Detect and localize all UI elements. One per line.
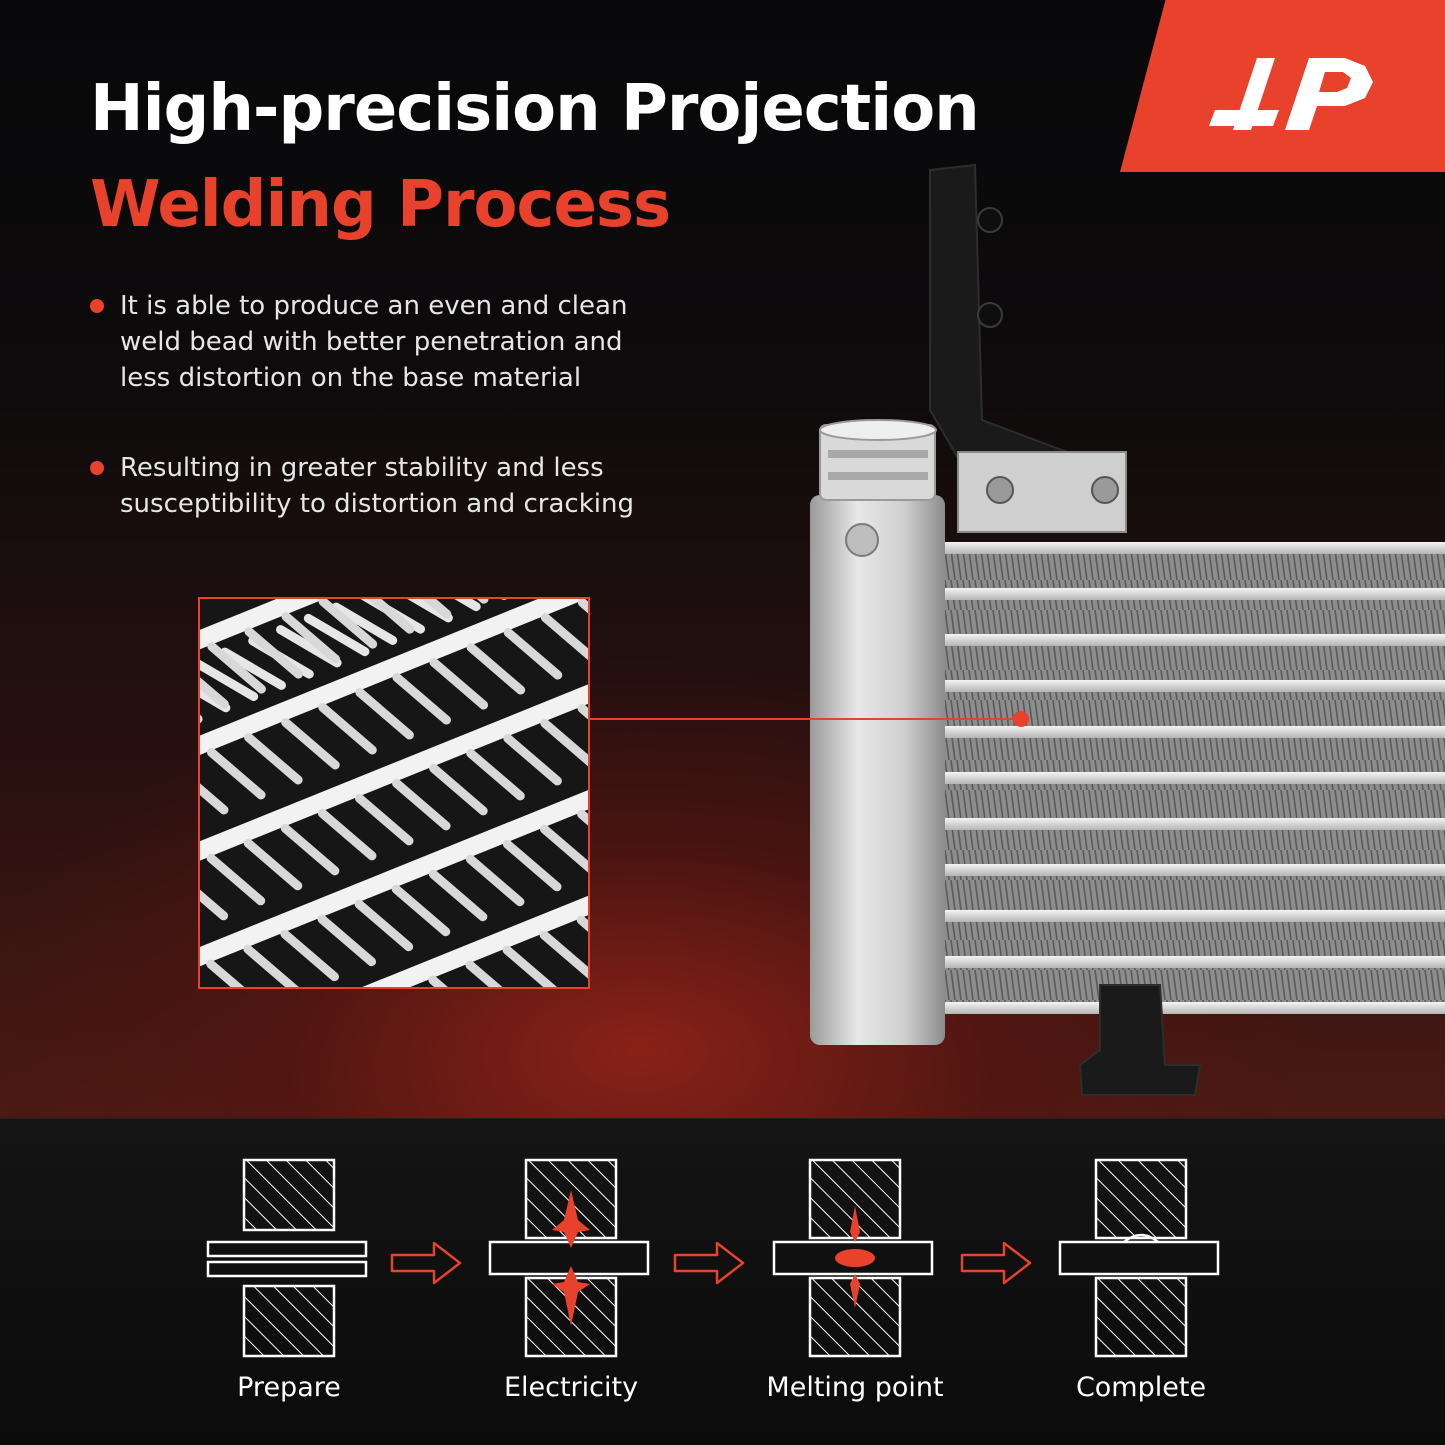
callout-dot [1013, 711, 1029, 727]
bullet-dot-icon [90, 461, 104, 475]
electricity-step-icon [488, 1158, 650, 1358]
step-label-electricity: Electricity [503, 1372, 639, 1403]
feature-text: It is able to produce an even and clean … [120, 291, 628, 393]
feature-bullet: Resulting in greater stability and less … [90, 450, 650, 522]
step-label-prepare: Prepare [237, 1372, 341, 1403]
callout-line [588, 718, 1020, 720]
prepare-step-icon [206, 1158, 368, 1358]
arrow-right-outline-icon [960, 1241, 1032, 1285]
feature-text: Resulting in greater stability and less … [120, 453, 634, 519]
complete-step-icon [1058, 1158, 1220, 1358]
ap-logo-icon [1209, 58, 1373, 130]
weld-detail-zoom [198, 597, 590, 989]
arrow-right-outline-icon [390, 1241, 462, 1285]
fin-closeup-image [200, 599, 588, 987]
radiator-image [810, 163, 1445, 1096]
process-strip [0, 1118, 1445, 1445]
bullet-dot-icon [90, 299, 104, 313]
step-label-complete: Complete [1075, 1372, 1207, 1403]
title-line-2: Welding Process [90, 168, 671, 242]
melting-point-step-icon [772, 1158, 934, 1358]
step-label-melting-point: Melting point [766, 1372, 944, 1403]
feature-bullet: It is able to produce an even and clean … [90, 288, 650, 396]
title-line-1: High-precision Projection [90, 72, 980, 146]
arrow-right-outline-icon [673, 1241, 745, 1285]
logo-tab [1120, 0, 1445, 172]
